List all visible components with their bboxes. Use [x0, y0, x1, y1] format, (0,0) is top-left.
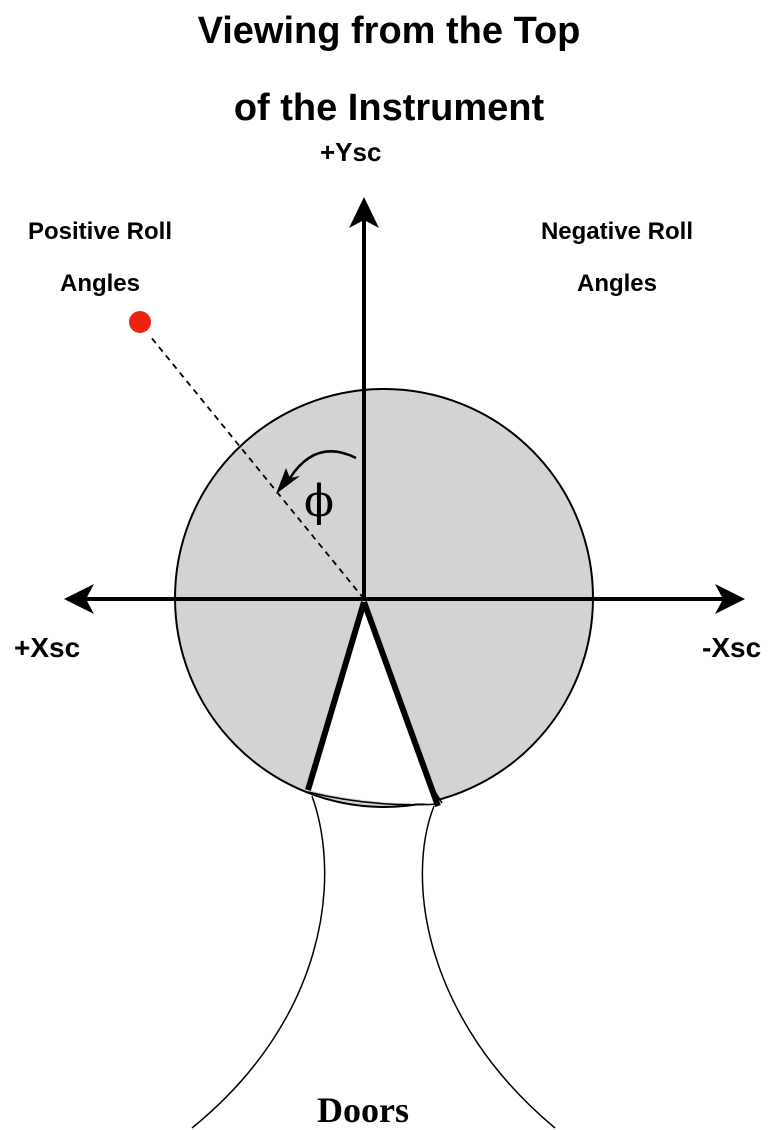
minus-x-label: -Xsc	[702, 632, 762, 663]
plus-x-arrowhead	[64, 584, 94, 614]
doors-label: Doors	[317, 1090, 409, 1130]
door-bottom-edge	[307, 791, 441, 806]
positive-roll-line-2: Angles	[59, 270, 140, 297]
phi-angle-symbol: ϕ	[304, 476, 334, 527]
title-line-2: of the Instrument	[233, 87, 545, 129]
door-edge-left	[305, 601, 367, 791]
plus-y-arrowhead	[349, 197, 379, 228]
negative-roll-line-2: Angles	[576, 270, 657, 297]
door-edge-right-thin	[371, 619, 443, 804]
door-curve-left	[191, 795, 326, 1129]
door-curve-right	[421, 805, 556, 1129]
plus-x-label: +Xsc	[14, 632, 81, 663]
title-line-1: Viewing from the Top	[197, 10, 581, 52]
door-opening	[308, 600, 440, 804]
door-edge-right	[361, 600, 441, 808]
positive-roll-line-1: Positive Roll	[27, 218, 173, 245]
plus-y-label: +Ysc	[320, 137, 382, 167]
positive-roll-label: Positive Roll Angles	[0, 206, 200, 310]
target-dot	[129, 311, 151, 333]
roll-angle-arrowhead	[276, 468, 300, 494]
roll-direction-line	[149, 335, 365, 600]
roll-angle-arc	[288, 450, 357, 479]
negative-roll-label: Negative Roll Angles	[516, 206, 718, 310]
minus-x-arrowhead	[715, 584, 745, 614]
negative-roll-line-1: Negative Roll	[540, 218, 694, 245]
